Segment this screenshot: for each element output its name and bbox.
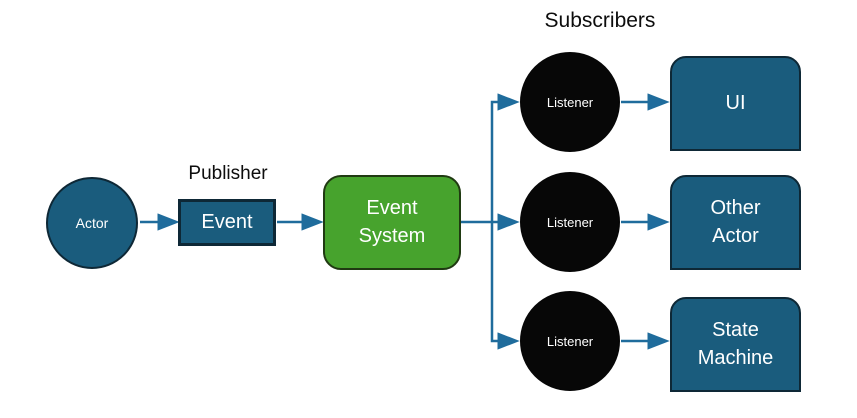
other-actor-node-label: Other Actor bbox=[710, 196, 761, 247]
edge-event-system-to-listener-1 bbox=[490, 93, 520, 222]
listener-node-2: Listener bbox=[520, 172, 620, 272]
subscribers-label: Subscribers bbox=[544, 9, 656, 32]
ui-node: UI bbox=[670, 56, 801, 151]
edge-event-system-to-listener-3 bbox=[490, 222, 520, 350]
listener-node-1: Listener bbox=[520, 52, 620, 152]
actor-node-label: Actor bbox=[75, 215, 109, 231]
event-system-node-label: Event System bbox=[358, 196, 426, 247]
listener-node-2-label: Listener bbox=[546, 214, 594, 230]
listener-node-3: Listener bbox=[520, 291, 620, 391]
publisher-label: Publisher bbox=[188, 163, 268, 184]
state-machine-node: State Machine bbox=[670, 297, 801, 392]
listener-node-1-label: Listener bbox=[546, 94, 594, 110]
ui-node-label: UI bbox=[725, 91, 746, 114]
state-machine-node-label: State Machine bbox=[697, 318, 774, 369]
event-system-node: Event System bbox=[323, 175, 461, 270]
event-node-label: Event bbox=[201, 211, 253, 233]
listener-node-3-label: Listener bbox=[546, 333, 594, 349]
other-actor-node: Other Actor bbox=[670, 175, 801, 270]
actor-node: Actor bbox=[46, 177, 138, 269]
event-node: Event bbox=[178, 199, 276, 246]
